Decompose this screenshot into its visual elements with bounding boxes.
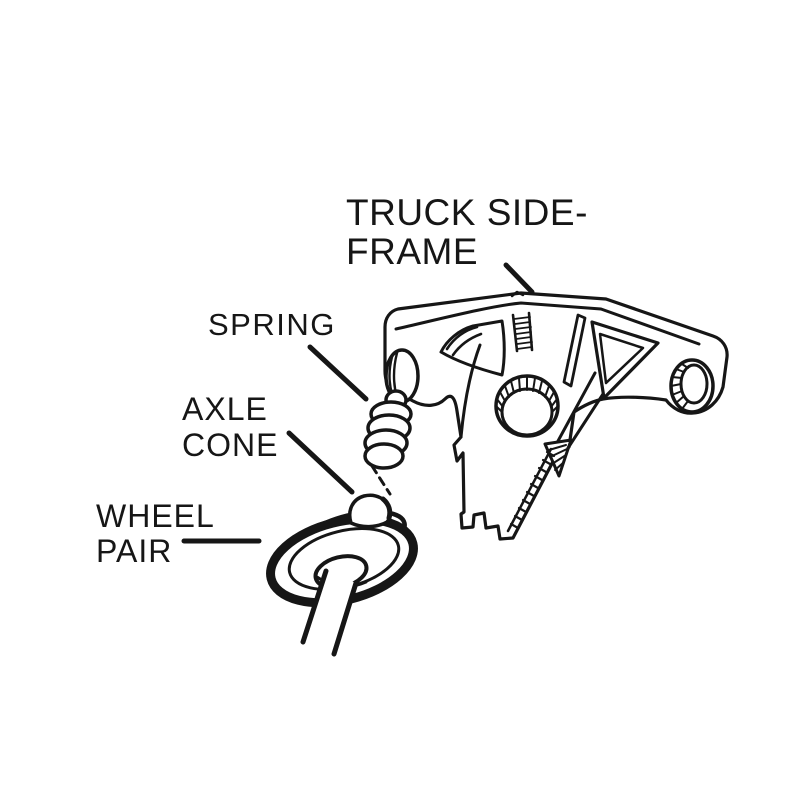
truck-side-frame-label: TRUCK SIDE- FRAME (346, 193, 588, 271)
axle-cone-leader-line (286, 430, 355, 495)
axle-cone-label-line1: AXLE (182, 391, 268, 427)
center-bore (494, 374, 560, 438)
boss-serrated-edge (506, 447, 556, 533)
spring-seat-hatch (511, 311, 534, 353)
truck-side-frame-label-line2: FRAME (346, 231, 478, 272)
truck-side-frame-drawing (383, 290, 729, 541)
wheel-pair-label-line2: PAIR (96, 533, 173, 569)
wheel-pair-label: WHEEL PAIR (96, 499, 215, 569)
wheel-pair-label-line1: WHEEL (96, 498, 215, 534)
axle-cone-label-line2: CONE (182, 427, 279, 463)
axle-cone-drawing (348, 493, 393, 529)
spring-label-line1: SPRING (208, 307, 336, 342)
spring-label: SPRING (208, 308, 336, 341)
axle-stub (300, 568, 359, 657)
left-cutout (439, 319, 506, 377)
truck-side-frame-leader-line (503, 262, 535, 295)
truck-side-frame-label-line1: TRUCK SIDE- (346, 192, 588, 233)
axle-cone-label: AXLE CONE (182, 391, 278, 463)
wheel-pair-drawing (266, 509, 418, 657)
assembly-axis-dashed-line (370, 464, 392, 496)
spring-leader-line (307, 344, 369, 402)
left-journal-opening (384, 348, 420, 404)
right-cutout (562, 313, 660, 400)
spring-drawing (363, 389, 413, 470)
right-journal-opening (669, 358, 715, 414)
